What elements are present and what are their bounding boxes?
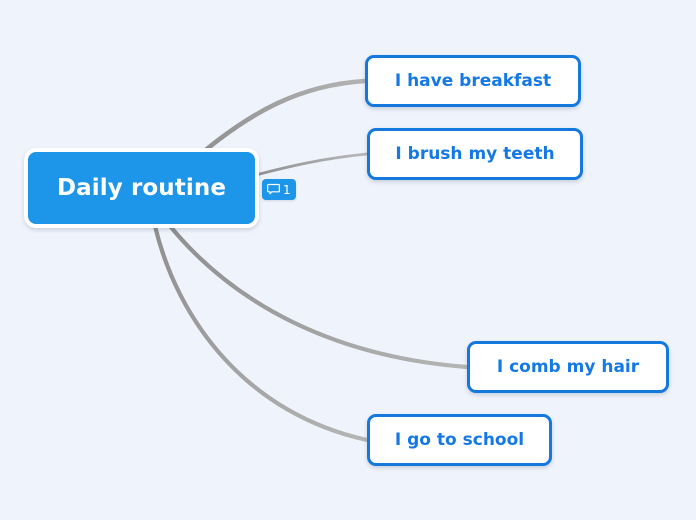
edge-to-brush-my-teeth	[250, 152, 369, 178]
root-node[interactable]: Daily routine	[24, 148, 259, 228]
edge-to-have-breakfast	[193, 78, 368, 161]
child-node-label: I have breakfast	[394, 71, 552, 91]
comment-icon	[267, 183, 280, 196]
root-node-label: Daily routine	[56, 175, 227, 201]
child-node-label: I brush my teeth	[395, 144, 555, 164]
child-node-comb-my-hair[interactable]: I comb my hair	[467, 341, 669, 393]
child-node-go-to-school[interactable]: I go to school	[367, 414, 552, 466]
edge-to-go-to-school	[152, 223, 370, 443]
child-node-have-breakfast[interactable]: I have breakfast	[365, 55, 581, 107]
child-node-brush-my-teeth[interactable]: I brush my teeth	[367, 128, 583, 180]
child-node-label: I comb my hair	[496, 357, 640, 377]
child-node-label: I go to school	[394, 430, 525, 450]
edge-to-comb-my-hair	[167, 223, 470, 370]
comment-count: 1	[283, 182, 291, 197]
comment-badge[interactable]: 1	[262, 179, 296, 200]
